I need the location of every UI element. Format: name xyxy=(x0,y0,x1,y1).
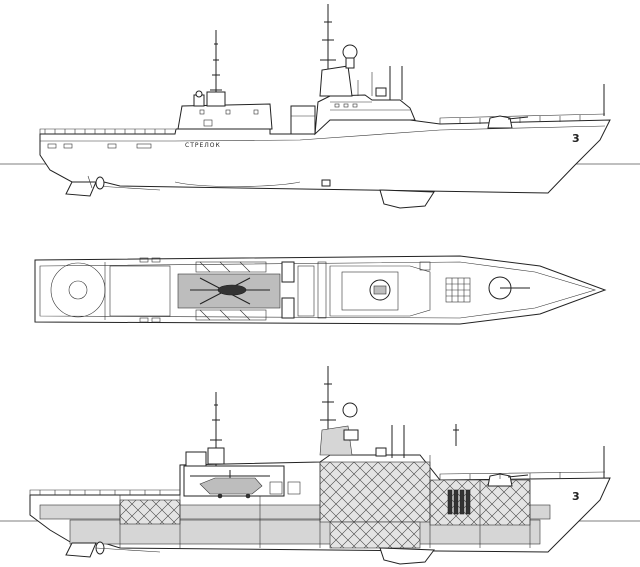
pennant-number-inboard: 3 xyxy=(572,490,581,503)
helicopter-side xyxy=(190,470,270,499)
sonar-dome xyxy=(379,189,435,209)
inboard-profile-view: 3 xyxy=(0,366,640,565)
pennant-number: 3 xyxy=(572,132,581,145)
bridge xyxy=(314,94,416,136)
machinery-space xyxy=(319,461,431,523)
aft-mast xyxy=(210,30,222,106)
vls-cells-section xyxy=(447,489,471,515)
helicopter-plan xyxy=(177,261,281,321)
side-profile-view: 3 СТРЕЛОК xyxy=(0,4,640,209)
main-mast xyxy=(320,4,336,96)
radar-dome xyxy=(342,44,358,60)
plan-view xyxy=(34,255,607,325)
deck-outline xyxy=(34,255,607,325)
hull-name: СТРЕЛОК xyxy=(185,142,221,149)
hangar xyxy=(177,103,273,130)
vls-cells-plan xyxy=(445,277,471,303)
main-gun xyxy=(487,115,513,129)
